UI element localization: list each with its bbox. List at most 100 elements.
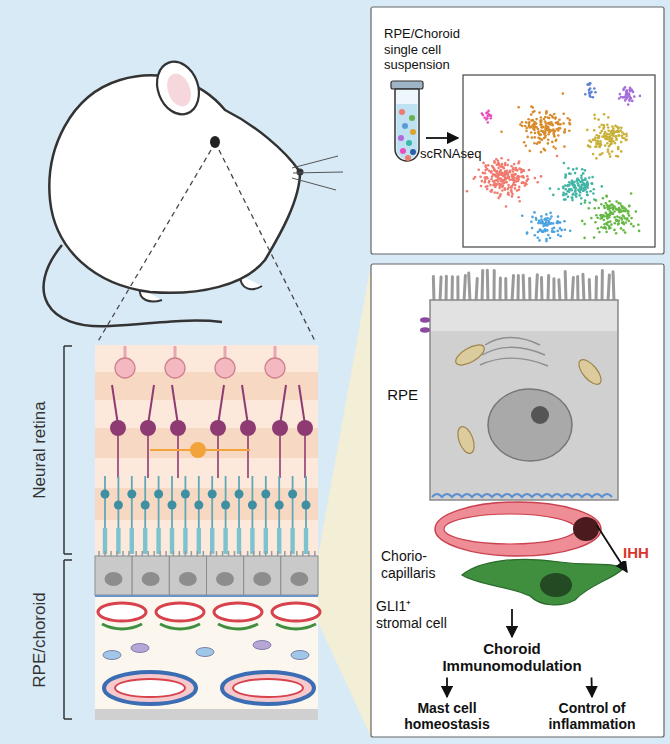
tsne-dot (555, 139, 558, 142)
dendrite (299, 385, 305, 425)
tsne-dot (496, 192, 499, 195)
tsne-dot (586, 194, 589, 197)
outer-segment (143, 528, 147, 554)
tsne-dot (598, 207, 601, 210)
tsne-dot (593, 236, 596, 239)
tsne-dot (527, 118, 530, 121)
tsne-dot (522, 170, 525, 173)
cell-dot (402, 123, 408, 129)
bipolar-cell (210, 420, 226, 436)
tsne-dot (605, 202, 608, 205)
rpe-villus (203, 551, 205, 556)
tsne-dot (630, 217, 633, 220)
tsne-dot (615, 139, 618, 142)
tsne-dot (618, 216, 621, 219)
tsne-dot (531, 216, 534, 219)
tsne-dot (550, 222, 553, 225)
tsne-dot (487, 110, 490, 113)
tsne-dot (546, 129, 549, 132)
tsne-dot (620, 205, 623, 208)
tsne-dot (538, 133, 541, 136)
tsne-dot (588, 207, 591, 210)
rpe-villus (210, 551, 212, 556)
tsne-dot (615, 232, 618, 235)
tsne-dot (592, 139, 595, 142)
tsne-dot (518, 176, 521, 179)
microvillus (564, 271, 568, 302)
rpe-villus (116, 551, 118, 556)
tsne-dot (484, 180, 487, 183)
tsne-dot (540, 175, 543, 178)
tsne-dot (510, 185, 513, 188)
cell-dot (410, 149, 416, 155)
tsne-dot (597, 118, 600, 121)
node-text: GLI1⁺ stromal cell (376, 598, 454, 632)
tsne-dot (600, 215, 603, 218)
tsne-dot (618, 134, 621, 137)
cell-dot (399, 109, 405, 115)
vessel-lumen (233, 679, 303, 697)
tsne-dot (499, 195, 502, 198)
tsne-dot (601, 216, 604, 219)
microvillus (499, 278, 502, 302)
tsne-dot (594, 117, 597, 120)
tsne-dot (547, 142, 550, 145)
tsne-dot (508, 176, 511, 179)
rpe-villus (135, 551, 137, 556)
tsne-dot (488, 113, 491, 116)
dendrite (172, 385, 178, 425)
tsne-dot (533, 211, 536, 214)
tsne-dot (550, 215, 553, 218)
tsne-dot (626, 89, 629, 92)
tsne-dot (530, 113, 533, 116)
rpe-nucleus (179, 572, 197, 586)
tsne-dot (581, 168, 584, 171)
tsne-dot (586, 191, 589, 194)
bracket (64, 559, 72, 561)
tsne-dot (592, 192, 595, 195)
tsne-dot (540, 215, 543, 218)
tsne-dot (524, 182, 527, 185)
tsne-dot (563, 145, 566, 148)
whisker (293, 172, 343, 173)
tsne-dot (534, 122, 537, 125)
tsne-dot (603, 207, 606, 210)
tsne-dot (525, 145, 528, 148)
outer-segment (183, 528, 187, 554)
bipolar-cell (240, 420, 256, 436)
tsne-dot (622, 229, 625, 232)
tsne-dot (611, 129, 614, 132)
mouse-ear-inner (163, 70, 195, 109)
tsne-dot (589, 95, 592, 98)
tsne-dot (639, 95, 642, 98)
tsne-dot (563, 220, 566, 223)
tsne-dot (619, 93, 622, 96)
tsne-dot (582, 190, 585, 193)
bracket (64, 560, 72, 719)
cell-dot (406, 140, 412, 146)
dendrite (280, 385, 286, 425)
tsne-dot (620, 227, 623, 230)
rpe-cell (244, 556, 281, 595)
outer-segment (290, 528, 294, 554)
layer-label: Neural retina (29, 345, 51, 555)
tsne-dot (549, 217, 552, 220)
rpe-villus (122, 551, 124, 556)
tsne-dot (582, 172, 585, 175)
signal-label: IHH (621, 544, 651, 561)
tsne-dot (547, 138, 550, 141)
tsne-dot (568, 191, 571, 194)
cell-dot (398, 135, 404, 141)
tsne-dot (500, 131, 503, 134)
tsne-dot (562, 113, 565, 116)
tsne-dot (542, 230, 545, 233)
tsne-dot (562, 122, 565, 125)
tsne-dot (567, 117, 570, 120)
mitochondrion (575, 356, 605, 388)
tsne-dot (586, 129, 589, 132)
tsne-dot (572, 192, 575, 195)
tsne-dot (598, 146, 601, 149)
capillary (156, 603, 204, 621)
tsne-dot (624, 99, 627, 102)
